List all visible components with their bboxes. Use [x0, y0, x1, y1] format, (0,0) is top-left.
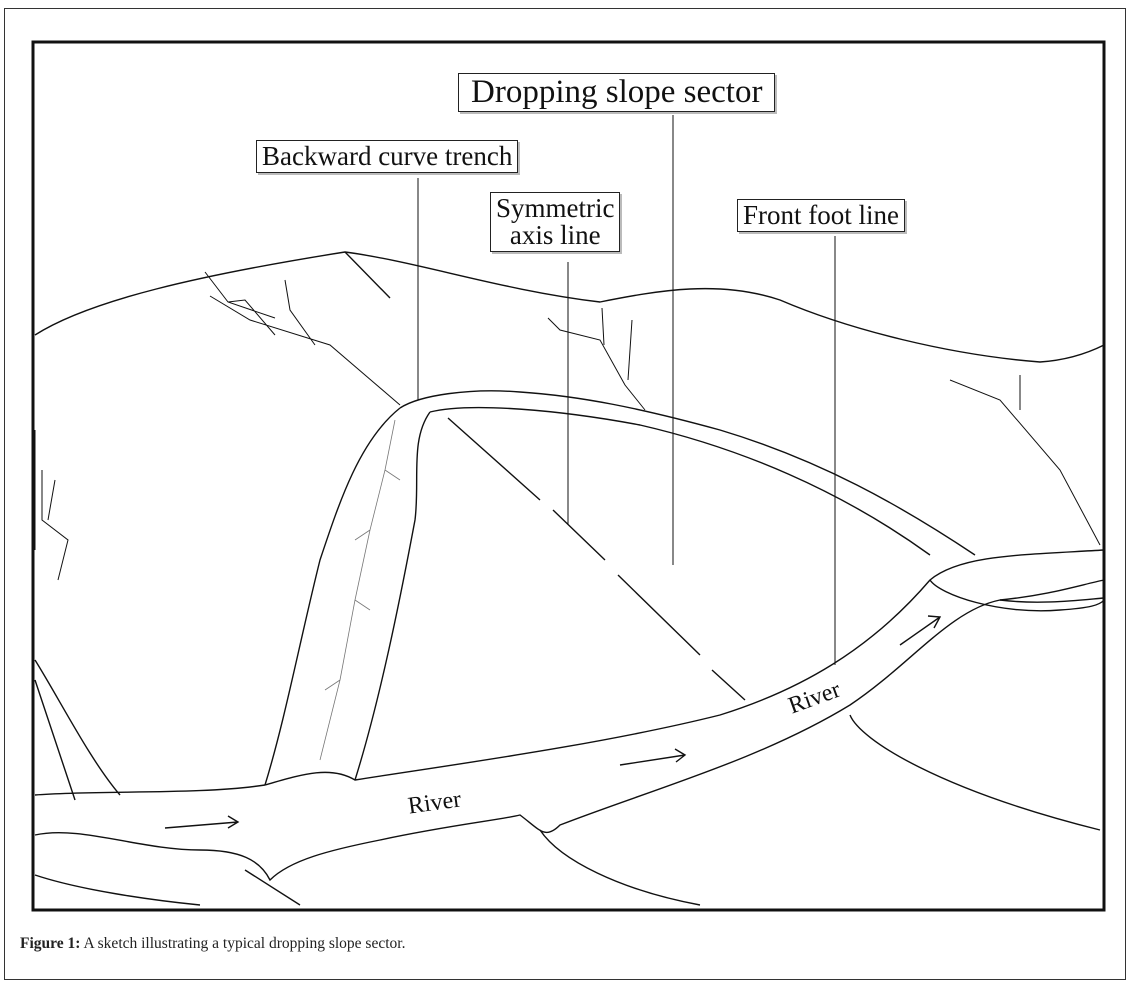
trench-lower — [429, 406, 931, 556]
flow-arrow — [164, 815, 240, 829]
flow-arrow — [899, 615, 942, 646]
caption-text: A sketch illustrating a typical dropping… — [80, 935, 406, 952]
symmetric-axis — [447, 417, 746, 701]
label-front-foot-line: Front foot line — [737, 199, 905, 232]
trench-left-inner — [354, 411, 431, 781]
sketch-frame — [31, 40, 1106, 912]
caption-prefix: Figure 1: — [20, 935, 81, 952]
ridge-line — [34, 251, 1105, 363]
figure-caption: Figure 1: A sketch illustrating a typica… — [20, 935, 405, 953]
label-dropping-slope-sector: Dropping slope sector — [458, 73, 776, 112]
label-line-2: axis line — [509, 220, 601, 250]
label-symmetric-axis-line: Symmetric axis line — [490, 192, 621, 252]
trench-left-outer — [264, 407, 401, 786]
label-line-1: Symmetric — [496, 193, 615, 223]
figure-border — [4, 8, 1126, 980]
river-upper-bank — [34, 549, 1105, 796]
flow-arrow — [619, 748, 687, 766]
river-lower-bank — [34, 579, 1105, 882]
label-backward-curve-trench: Backward curve trench — [256, 140, 519, 173]
trench-upper — [399, 390, 976, 556]
